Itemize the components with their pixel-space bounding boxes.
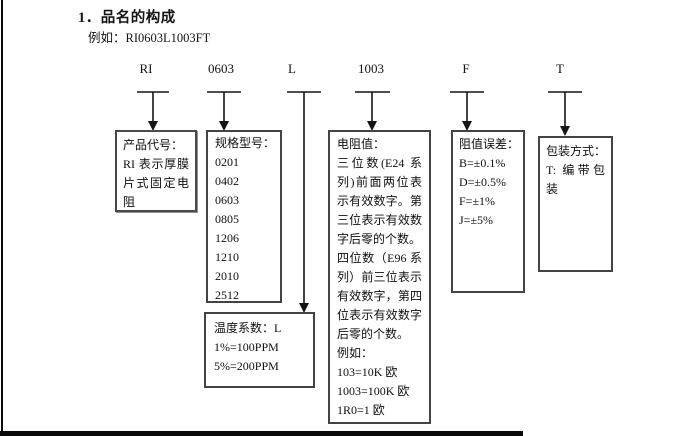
code-part-resistance: 1003 bbox=[358, 61, 384, 76]
code-part-tcr: L bbox=[288, 61, 296, 76]
down-arrow-tolerance bbox=[450, 91, 484, 122]
code-part-ri: RI bbox=[139, 61, 153, 76]
spec-item: 2010 bbox=[215, 269, 239, 283]
box-tolerance: 阻值误差： B=±0.1% D=±0.5% F=±1% J=±5% bbox=[451, 130, 525, 293]
box-body: RI 表示厚膜片式固定电阻 bbox=[123, 157, 189, 209]
tolerance-item: J=±5% bbox=[459, 213, 494, 227]
box-packaging: 包装方式： T: 编带包装 bbox=[538, 136, 613, 272]
resistance-example: 1003=100K 欧 bbox=[337, 384, 410, 398]
scan-edge-left bbox=[1, 0, 3, 436]
code-part-tolerance: F bbox=[462, 61, 470, 76]
spec-item: 1210 bbox=[215, 250, 239, 264]
resistance-rule-e96: 四位数（E96 系列）前三位表示有效数字，第四位表示有效数字后零的个数。 bbox=[337, 251, 422, 341]
spec-item: 1206 bbox=[215, 231, 239, 245]
part-number-example: 例如：RI0603L1003FT bbox=[88, 31, 211, 45]
resistance-example: 1R0=1 欧 bbox=[337, 403, 385, 417]
box-spec-model: 规格型号： 0201 0402 0603 0805 1206 1210 2010… bbox=[206, 130, 282, 303]
box-title: 温度系数：L bbox=[214, 321, 282, 335]
code-part-size: 0603 bbox=[208, 61, 234, 76]
tolerance-item: D=±0.5% bbox=[459, 175, 507, 189]
box-product-code: 产品代号： RI 表示厚膜片式固定电阻 bbox=[115, 130, 197, 212]
down-arrow-resistance bbox=[355, 91, 390, 122]
code-part-packaging: T bbox=[556, 61, 564, 76]
spec-item: 0402 bbox=[215, 174, 239, 188]
tcr-item: 5%=200PPM bbox=[214, 359, 279, 373]
box-title: 阻值误差： bbox=[459, 137, 520, 151]
box-title: 规格型号： bbox=[215, 136, 276, 150]
spec-item: 0201 bbox=[215, 155, 239, 169]
down-arrow-packaging bbox=[548, 91, 582, 127]
down-arrow-tcr bbox=[287, 91, 321, 304]
spec-item: 0603 bbox=[215, 193, 239, 207]
spec-item: 0805 bbox=[215, 212, 239, 226]
down-arrow-ri bbox=[137, 91, 169, 122]
tolerance-item: B=±0.1% bbox=[459, 156, 506, 170]
box-title: 包装方式： bbox=[546, 144, 607, 158]
box-title: 产品代号： bbox=[123, 138, 184, 152]
tcr-item: 1%=100PPM bbox=[214, 340, 279, 354]
resistance-example: 103=10K 欧 bbox=[337, 365, 398, 379]
section-title: 1．品名的构成 bbox=[78, 10, 176, 26]
box-title: 电阻值： bbox=[337, 137, 386, 151]
spec-item: 2512 bbox=[215, 288, 239, 302]
box-body: T: 编带包装 bbox=[546, 163, 605, 196]
tolerance-item: F=±1% bbox=[459, 194, 496, 208]
arrowhead-icon bbox=[560, 126, 570, 136]
box-resistance-value: 电阻值： 三位数(E24 系列)前面两位表示有效数字。第三位表示有效数字后零的个… bbox=[328, 130, 431, 424]
resistance-example-label: 例如： bbox=[337, 346, 374, 360]
down-arrow-size bbox=[207, 91, 241, 122]
scan-edge-bottom bbox=[0, 431, 523, 436]
resistance-rule-e24: 三位数(E24 系列)前面两位表示有效数字。第三位表示有效数字后零的个数。 bbox=[337, 156, 422, 246]
box-temp-coefficient: 温度系数：L 1%=100PPM 5%=200PPM bbox=[204, 312, 315, 388]
